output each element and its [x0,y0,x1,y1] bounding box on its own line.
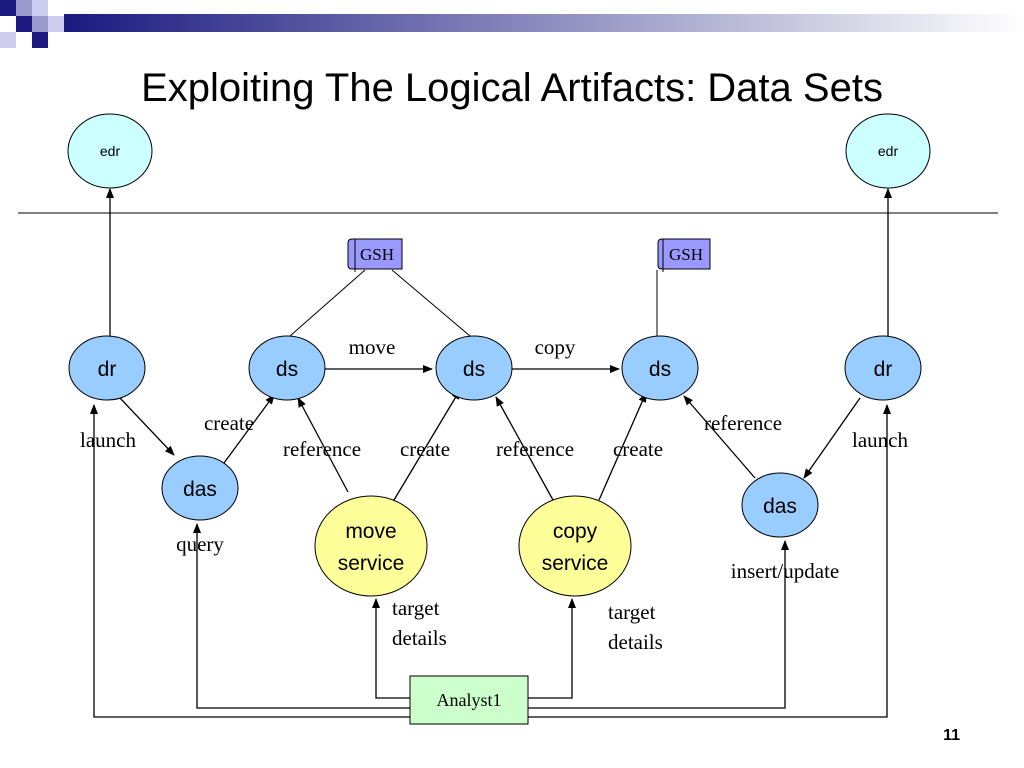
node-edr-right: edr [845,113,931,189]
node-dr-right-label: dr [874,358,893,381]
label-reference-2: reference [496,437,574,461]
gsh-flag-left: GSH [347,238,403,272]
gsh-left-label: GSH [360,245,394,264]
label-query: query [176,532,224,556]
label-create-left: create [204,411,254,435]
node-edr-left-label: edr [100,143,121,159]
page-number: 11 [943,727,960,744]
copy-service-label-1: copy [553,520,598,543]
gsh-right-label: GSH [669,245,703,264]
copy-service-label-2: service [542,552,609,575]
edge-reference-3 [683,395,756,479]
node-ds-2: ds [435,335,513,401]
node-das-right-label: das [763,495,797,518]
node-ds-1-label: ds [276,358,298,381]
node-edr-right-label: edr [878,143,899,159]
move-service-label-1: move [345,520,396,543]
edge-create-3 [598,392,647,501]
edge-reference-2 [495,396,554,501]
edge-reference-1 [297,397,349,493]
edge-labels: move copy create launch reference create… [80,335,908,654]
node-ds-2-label: ds [463,358,485,381]
gsh-links [289,269,658,337]
label-insert-update: insert/update [731,559,839,583]
label-target-copy-1: target [608,600,656,624]
label-target-move-1: target [392,596,440,620]
edge-create-2 [393,389,461,501]
analyst-connectors [90,404,891,718]
edge-launch-left [119,397,175,456]
node-analyst: Analyst1 [409,675,529,725]
corner-decoration [0,0,1024,48]
slide-title: Exploiting The Logical Artifacts: Data S… [141,66,883,110]
label-reference-1: reference [283,437,361,461]
label-create-3: create [613,437,663,461]
node-dr-right: dr [844,335,922,401]
analyst-label: Analyst1 [437,690,502,710]
node-das-left: das [161,455,239,521]
node-das-right: das [741,472,819,538]
node-move-service: move service [314,495,428,597]
node-das-left-label: das [183,478,217,501]
node-dr-left-label: dr [98,358,117,381]
gsh-flag-right: GSH [657,238,711,272]
label-copy: copy [535,335,576,359]
move-service-label-2: service [338,552,405,575]
label-move: move [349,335,396,359]
label-target-copy-2: details [608,630,663,654]
label-launch-right: launch [852,428,908,452]
edge-create-left [223,394,275,464]
label-reference-3: reference [704,411,782,435]
edge-launch-right [803,397,861,479]
label-target-move-2: details [392,626,447,650]
label-launch-left: launch [80,428,136,452]
node-dr-left: dr [68,335,146,401]
node-ds-3: ds [621,335,699,401]
label-create-2: create [400,437,450,461]
node-edr-left: edr [67,113,153,189]
node-ds-3-label: ds [649,358,671,381]
node-ds-1: ds [248,335,326,401]
node-copy-service: copy service [518,495,632,597]
